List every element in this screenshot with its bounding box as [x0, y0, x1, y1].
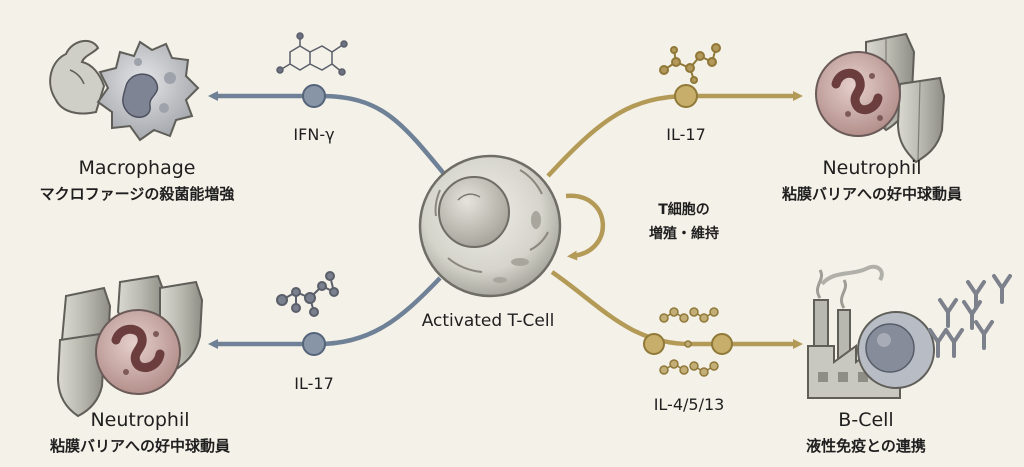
center-label-t-cell: Activated T-Cell	[421, 311, 555, 331]
self-loop-line1: T細胞の	[658, 202, 710, 218]
factory-icon	[807, 264, 901, 399]
molecule-icon	[276, 271, 339, 317]
node-il4513-b	[711, 333, 733, 355]
b-cell-icon	[857, 311, 935, 389]
node-il17-right	[674, 84, 698, 108]
molecule-icon	[659, 43, 721, 84]
target-label-b-cell: B-Cell	[838, 409, 894, 431]
neutrophil-icon	[815, 51, 901, 137]
self-loop-label: T細胞の 増殖・維持	[649, 198, 719, 246]
cytokine-label-il17-left: IL-17	[294, 374, 334, 393]
loop-arrow-icon	[565, 193, 606, 261]
cytokine-label-il4513: IL-4/5/13	[653, 395, 725, 414]
molecule-icon	[276, 32, 348, 76]
node-ifn-gamma	[302, 84, 326, 108]
macrophage-icon	[96, 40, 200, 142]
self-loop-line2: 増殖・維持	[649, 226, 719, 242]
antibody-icon	[928, 274, 1012, 358]
cytokine-label-il17-right: IL-17	[666, 125, 706, 144]
t-cell-icon	[418, 154, 562, 298]
cytokine-label-ifn-gamma: IFN-γ	[293, 125, 335, 144]
pathway-ifn-gamma	[208, 91, 447, 177]
target-label-neutrophil-left: Neutrophil	[90, 409, 190, 431]
pathway-il4513	[550, 270, 803, 349]
target-label-macrophage: Macrophage	[78, 157, 196, 179]
molecule-icon	[659, 307, 719, 377]
effect-label-b-cell: 液性免疫との連携	[806, 437, 926, 455]
shield-icon	[56, 332, 106, 418]
shield-icon	[896, 76, 946, 164]
muscle-arm-icon	[49, 39, 106, 115]
effect-label-macrophage: マクロファージの殺菌能増強	[39, 185, 235, 203]
effect-label-neutrophil-right: 粘膜バリアへの好中球動員	[781, 185, 963, 203]
neutrophil-icon	[95, 309, 181, 395]
node-il4513-a	[643, 333, 665, 355]
target-label-neutrophil-right: Neutrophil	[822, 157, 922, 179]
effect-label-neutrophil-left: 粘膜バリアへの好中球動員	[49, 437, 231, 455]
node-il17-left	[302, 332, 326, 356]
